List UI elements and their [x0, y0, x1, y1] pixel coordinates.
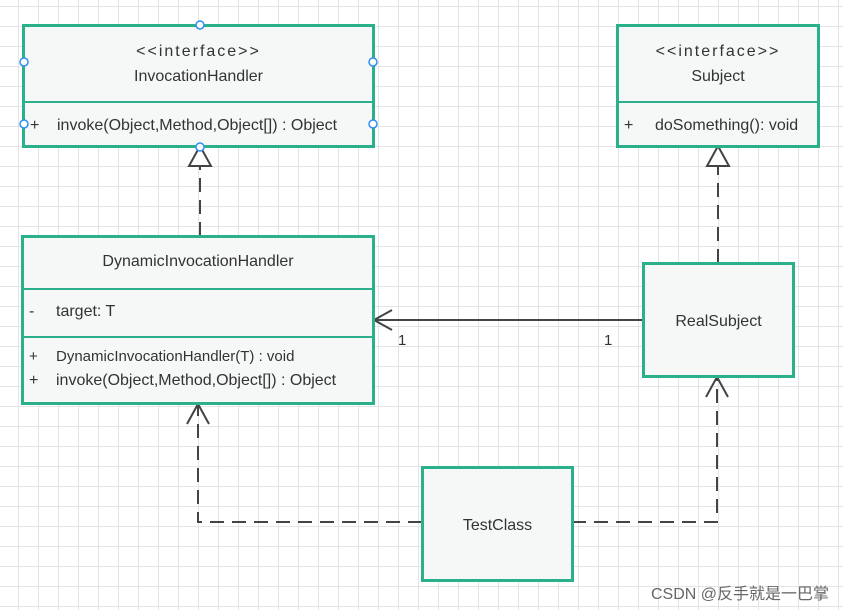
subject-methods: + doSomething(): void: [619, 101, 817, 145]
invocation-handler-name: InvocationHandler: [134, 68, 263, 85]
invocation-handler-stereotype: <<interface>>: [136, 43, 261, 60]
test-class-name: TestClass: [462, 517, 533, 534]
method-signature: invoke(Object,Method,Object[]) : Object: [57, 117, 338, 134]
visibility-marker: +: [29, 348, 38, 365]
dependency-line-handler: [197, 404, 422, 523]
dynamic-handler-fields: - target: T: [24, 288, 372, 336]
dynamic-invocation-handler-class[interactable]: DynamicInvocationHandler - target: T + D…: [21, 235, 375, 405]
invocation-handler-header: <<interface>> InvocationHandler: [25, 27, 372, 101]
multiplicity-source-label: 1: [604, 332, 613, 349]
method-signature: doSomething(): void: [655, 117, 799, 134]
resize-handle-right-lower[interactable]: [368, 119, 378, 129]
resize-handle-bottom[interactable]: [195, 142, 205, 152]
multiplicity-target-label: 1: [398, 332, 407, 349]
method-signature: invoke(Object,Method,Object[]) : Object: [56, 372, 337, 389]
resize-handle-left[interactable]: [19, 57, 29, 67]
real-subject-class[interactable]: RealSubject: [642, 262, 795, 378]
subject-header: <<interface>> Subject: [619, 27, 817, 101]
visibility-marker: +: [624, 117, 634, 134]
dynamic-handler-name: DynamicInvocationHandler: [102, 253, 294, 270]
visibility-marker: -: [29, 303, 35, 320]
resize-handle-left-lower[interactable]: [19, 119, 29, 129]
realization-arrowhead-handler: [187, 143, 213, 167]
resize-handle-right[interactable]: [368, 57, 378, 67]
dependency-line-subject: [572, 377, 718, 523]
real-subject-name: RealSubject: [675, 313, 762, 330]
subject-stereotype: <<interface>>: [655, 43, 781, 60]
field-signature: target: T: [56, 303, 116, 320]
method-signature: DynamicInvocationHandler(T) : void: [56, 348, 295, 365]
subject-interface[interactable]: <<interface>> Subject + doSomething(): v…: [616, 24, 820, 148]
dynamic-handler-header: DynamicInvocationHandler: [24, 238, 372, 288]
dynamic-handler-methods: + DynamicInvocationHandler(T) : void + i…: [24, 336, 372, 402]
resize-handle-top[interactable]: [195, 20, 205, 30]
realization-arrowhead-subject: [705, 143, 731, 167]
subject-name: Subject: [691, 68, 745, 85]
visibility-marker: +: [29, 372, 39, 389]
watermark: CSDN @反手就是一巴掌: [650, 586, 829, 603]
visibility-marker: +: [30, 117, 40, 134]
test-class[interactable]: TestClass: [421, 466, 574, 582]
invocation-handler-methods: + invoke(Object,Method,Object[]) : Objec…: [25, 101, 372, 145]
